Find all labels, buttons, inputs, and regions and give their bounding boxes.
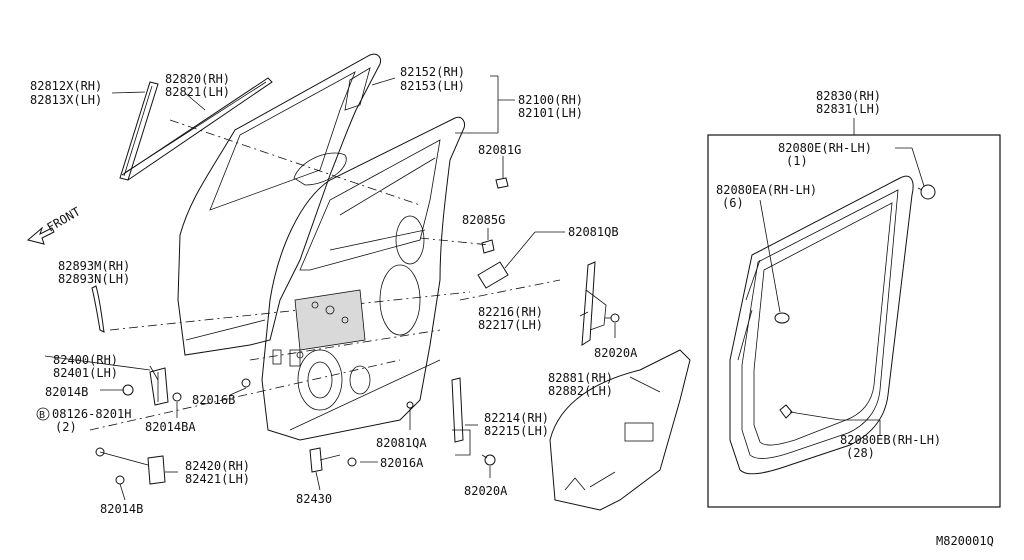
label-82020a-upper: 82020A (594, 346, 638, 360)
label-82215: 82215(LH) (484, 424, 549, 438)
sash-82214 (451, 377, 471, 456)
leader-lines (44, 75, 925, 501)
bolt-82020a-upper (605, 313, 620, 323)
label-82016a: 82016A (380, 456, 424, 470)
bolt-82016a (347, 457, 357, 467)
label-82152: 82152(RH) (400, 65, 465, 79)
label-82421: 82421(LH) (185, 472, 250, 486)
sash-82216 (581, 261, 607, 346)
label-82080ea: 82080EA(RH-LH) (716, 183, 817, 197)
label-82080eb: 82080EB(RH-LH) (840, 433, 941, 447)
label-bolt-code: 08126-8201H (52, 407, 131, 421)
label-82882: 82882(LH) (548, 384, 613, 398)
plug-82081qa (406, 401, 414, 409)
bolt-82020a-lower (481, 454, 496, 466)
label-82812x: 82812X(RH) (30, 79, 102, 93)
part-labels: 82812X(RH) 82813X(LH) 82820(RH) 82821(LH… (30, 65, 994, 548)
label-82020a-lower: 82020A (464, 484, 508, 498)
seal-strip-82893m (91, 285, 105, 333)
label-82016b: 82016B (192, 393, 235, 407)
label-82893m: 82893M(RH) (58, 259, 130, 273)
window-molding-part (119, 81, 159, 181)
label-82400: 82400(RH) (53, 353, 118, 367)
hinge-82420 (95, 447, 166, 485)
label-82014b-lower: 82014B (100, 502, 143, 516)
diagram-code: M820001Q (936, 534, 994, 548)
alignment-lines (89, 119, 561, 431)
label-82153: 82153(LH) (400, 79, 465, 93)
label-82893n: 82893N(LH) (58, 272, 130, 286)
outer-door-panel (177, 53, 381, 356)
label-82080e: 82080E(RH-LH) (778, 141, 872, 155)
label-82100: 82100(RH) (518, 93, 583, 107)
label-82085g: 82085G (462, 213, 505, 227)
label-82830: 82830(RH) (816, 89, 881, 103)
label-82081qb: 82081QB (568, 225, 619, 239)
label-front: FRONT (45, 204, 83, 234)
label-82831: 82831(LH) (816, 102, 881, 116)
label-82101: 82101(LH) (518, 106, 583, 120)
nut-82014b-upper (122, 384, 134, 396)
label-82420: 82420(RH) (185, 459, 250, 473)
label-82216: 82216(RH) (478, 305, 543, 319)
label-82014b-upper: 82014B (45, 385, 88, 399)
label-82014ba: 82014BA (145, 420, 196, 434)
label-82081g: 82081G (478, 143, 521, 157)
label-82813x: 82813X(LH) (30, 93, 102, 107)
label-82881: 82881(RH) (548, 371, 613, 385)
label-82821: 82821(LH) (165, 85, 230, 99)
door-trim-board-82881 (549, 349, 691, 511)
label-82080ea-qty: (6) (722, 196, 744, 210)
weatherstrip-detail-box (707, 134, 1001, 508)
clip-82081g (495, 177, 509, 189)
bolt-spec-circle-icon (36, 407, 50, 421)
screen-82081qb (477, 261, 509, 289)
nut-82014ba (172, 392, 182, 402)
label-82080e-qty: (1) (786, 154, 808, 168)
label-82081qa: 82081QA (376, 436, 427, 450)
hinge-82400 (149, 367, 169, 406)
label-82217: 82217(LH) (478, 318, 543, 332)
front-arrow (26, 226, 55, 245)
checker-82430 (309, 447, 341, 473)
inner-door-panel (261, 116, 465, 441)
label-bolt-circle: B (39, 410, 45, 421)
label-bolt-qty: (2) (55, 420, 77, 434)
label-82214: 82214(RH) (484, 411, 549, 425)
label-82430: 82430 (296, 492, 332, 506)
label-82820: 82820(RH) (165, 72, 230, 86)
weatherstrip-part (121, 77, 273, 181)
label-82080eb-qty: (28) (846, 446, 875, 460)
bolt-82016b (241, 378, 251, 388)
part-82085g (481, 239, 495, 254)
label-82401: 82401(LH) (53, 366, 118, 380)
